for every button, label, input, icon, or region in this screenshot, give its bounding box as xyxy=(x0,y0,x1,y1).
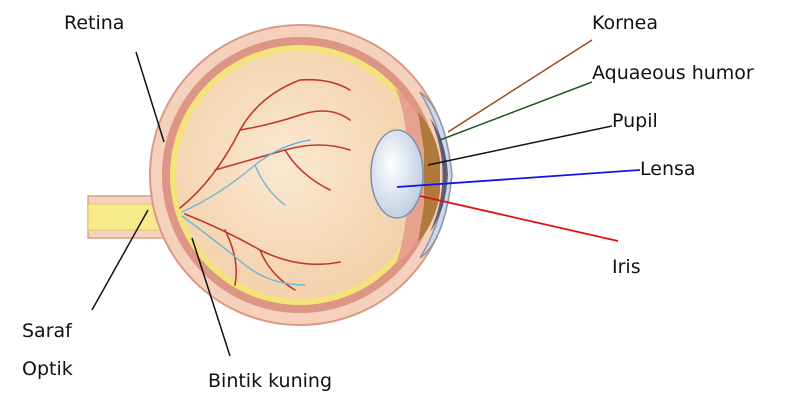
label-optik: Optik xyxy=(22,360,73,379)
label-kornea: Kornea xyxy=(592,14,658,33)
retina-leader xyxy=(136,52,164,142)
label-bintik-kuning: Bintik kuning xyxy=(208,372,332,391)
label-aqueous-humor: Aquaeous humor xyxy=(592,64,754,83)
label-lensa: Lensa xyxy=(640,160,696,179)
pupil-leader xyxy=(428,126,612,165)
label-pupil: Pupil xyxy=(612,112,658,131)
iris-leader xyxy=(420,196,618,241)
kornea-leader xyxy=(448,40,592,132)
label-saraf: Saraf xyxy=(22,322,72,341)
label-iris: Iris xyxy=(612,258,641,277)
label-retina: Retina xyxy=(64,14,124,33)
lens xyxy=(371,130,423,218)
aqueous-leader xyxy=(440,82,592,140)
